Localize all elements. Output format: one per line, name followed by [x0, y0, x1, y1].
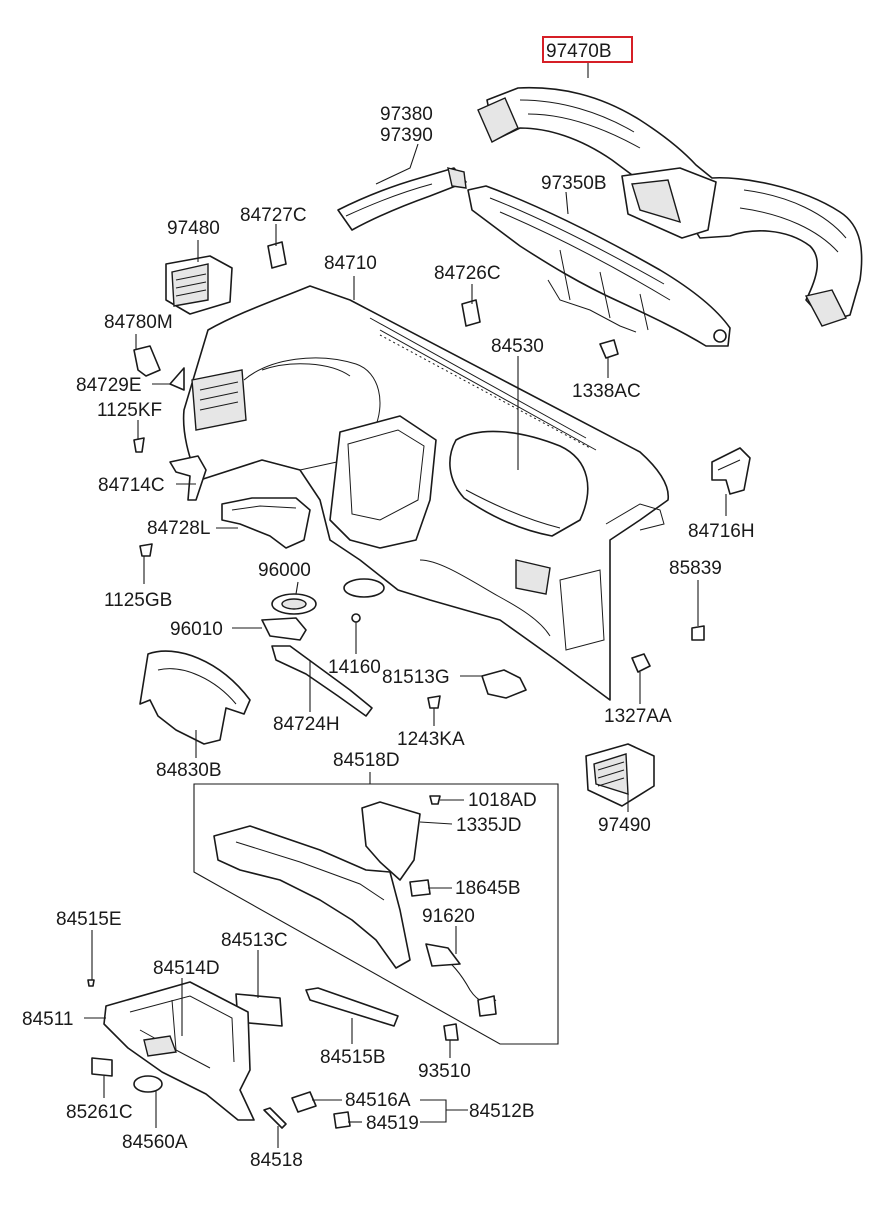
bracket-84729E-drawing[interactable] — [169, 367, 185, 391]
bulb-18645B-drawing[interactable] — [409, 879, 431, 897]
part-label-1338AC[interactable]: 1338AC — [572, 381, 641, 402]
part-label-97480[interactable]: 97480 — [167, 218, 220, 239]
assembly-box-84518D — [193, 783, 559, 1045]
strip-84515B-drawing[interactable] — [305, 987, 399, 1027]
screw-1125GB-drawing[interactable] — [139, 543, 153, 557]
part-label-14160[interactable]: 14160 — [328, 657, 381, 678]
part-label-84830B[interactable]: 84830B — [156, 760, 222, 781]
part-label-84726C[interactable]: 84726C — [434, 263, 501, 284]
damper-84560A-drawing[interactable] — [133, 1075, 163, 1093]
part-label-85839[interactable]: 85839 — [669, 558, 722, 579]
part-label-84513C[interactable]: 84513C — [221, 930, 288, 951]
bracket-84716H-drawing[interactable] — [711, 447, 751, 495]
part-label-84710[interactable]: 84710 — [324, 253, 377, 274]
bracket-84724H-drawing[interactable] — [271, 645, 373, 717]
part-label-84560A[interactable]: 84560A — [122, 1132, 188, 1153]
screw-1243KA-drawing[interactable] — [427, 695, 441, 709]
part-label-84515E[interactable]: 84515E — [56, 909, 122, 930]
part-label-84729E[interactable]: 84729E — [76, 375, 142, 396]
part-label-1125KF[interactable]: 1125KF — [97, 400, 162, 421]
clip-85839-drawing[interactable] — [691, 625, 705, 641]
part-label-84714C[interactable]: 84714C — [98, 475, 165, 496]
part-label-97350B[interactable]: 97350B — [541, 173, 607, 194]
cluster-cover-84830B-drawing[interactable] — [139, 650, 251, 745]
screw-84518-drawing[interactable] — [263, 1107, 287, 1129]
part-label-18645B[interactable]: 18645B — [455, 878, 521, 899]
part-label-84511[interactable]: 84511 — [22, 1009, 73, 1030]
air-duct-97470B-drawing[interactable] — [477, 86, 863, 327]
clip-84780M-drawing[interactable] — [133, 345, 161, 377]
clip-84727C-drawing[interactable] — [267, 241, 287, 269]
speaker-center-drawing — [343, 578, 385, 598]
glovebox-84511-drawing[interactable] — [103, 981, 255, 1121]
latch-84516A-drawing[interactable] — [291, 1091, 317, 1113]
stopper-84519-drawing[interactable] — [333, 1111, 351, 1129]
center-duct-97350B-drawing[interactable] — [467, 185, 731, 347]
bolt-1125KF-drawing[interactable] — [133, 437, 145, 453]
nut-1338AC-drawing[interactable] — [599, 339, 619, 359]
part-label-97470B[interactable]: 97470B — [546, 41, 612, 62]
part-label-84518D[interactable]: 84518D — [333, 750, 400, 771]
part-label-1335JD[interactable]: 1335JD — [456, 815, 522, 836]
part-label-84515B[interactable]: 84515B — [320, 1047, 386, 1068]
part-label-96000[interactable]: 96000 — [258, 560, 311, 581]
part-label-1243KA[interactable]: 1243KA — [397, 729, 465, 750]
part-label-84514D[interactable]: 84514D — [153, 958, 220, 979]
speaker-grille-96010-drawing[interactable] — [261, 617, 307, 641]
part-label-84518[interactable]: 84518 — [250, 1150, 303, 1171]
part-label-97390[interactable]: 97390 — [380, 125, 433, 146]
part-label-84728L[interactable]: 84728L — [147, 518, 210, 539]
part-label-84519[interactable]: 84519 — [366, 1113, 419, 1134]
part-label-93510[interactable]: 93510 — [418, 1061, 471, 1082]
switch-93510-drawing[interactable] — [443, 1023, 459, 1041]
harness-91620-drawing[interactable] — [425, 943, 497, 1017]
part-label-84724H[interactable]: 84724H — [273, 714, 340, 735]
part-label-85261C[interactable]: 85261C — [66, 1102, 133, 1123]
side-vent-97490-drawing[interactable] — [585, 743, 655, 807]
side-duct-97380-drawing[interactable] — [337, 167, 467, 231]
leader-lines — [84, 62, 727, 1148]
part-label-96010[interactable]: 96010 — [170, 619, 223, 640]
side-vent-97480-drawing[interactable] — [165, 255, 233, 315]
part-label-1327AA[interactable]: 1327AA — [604, 706, 672, 727]
part-label-81513G[interactable]: 81513G — [382, 667, 450, 688]
part-label-84512B[interactable]: 84512B — [469, 1101, 535, 1122]
pin-14160-drawing[interactable] — [351, 613, 361, 640]
speaker-96000-drawing[interactable] — [271, 593, 317, 615]
screw-1018AD-drawing[interactable] — [429, 795, 441, 805]
screw-84515E-drawing[interactable] — [87, 979, 95, 987]
part-label-84727C[interactable]: 84727C — [240, 205, 307, 226]
bracket-84714C-drawing[interactable] — [169, 455, 207, 501]
part-label-84530[interactable]: 84530 — [491, 336, 544, 357]
part-label-97380[interactable]: 97380 — [380, 104, 433, 125]
part-label-84716H[interactable]: 84716H — [688, 521, 755, 542]
part-label-97490[interactable]: 97490 — [598, 815, 651, 836]
part-label-84516A[interactable]: 84516A — [345, 1090, 411, 1111]
part-label-84780M[interactable]: 84780M — [104, 312, 173, 333]
nut-1327AA-drawing[interactable] — [631, 653, 651, 673]
crash-pad-84710-drawing[interactable] — [182, 285, 669, 701]
switch-81513G-drawing[interactable] — [481, 669, 527, 699]
bracket-84728L-drawing[interactable] — [221, 497, 311, 549]
part-label-91620[interactable]: 91620 — [422, 906, 475, 927]
glovebox-housing-84518D-drawing[interactable] — [213, 801, 421, 969]
part-label-1125GB[interactable]: 1125GB — [104, 590, 172, 611]
clip-84726C-drawing[interactable] — [461, 299, 481, 327]
label-85261C-drawing[interactable] — [91, 1057, 113, 1077]
part-label-1018AD[interactable]: 1018AD — [468, 790, 537, 811]
highlight-box-97470B — [542, 36, 633, 63]
